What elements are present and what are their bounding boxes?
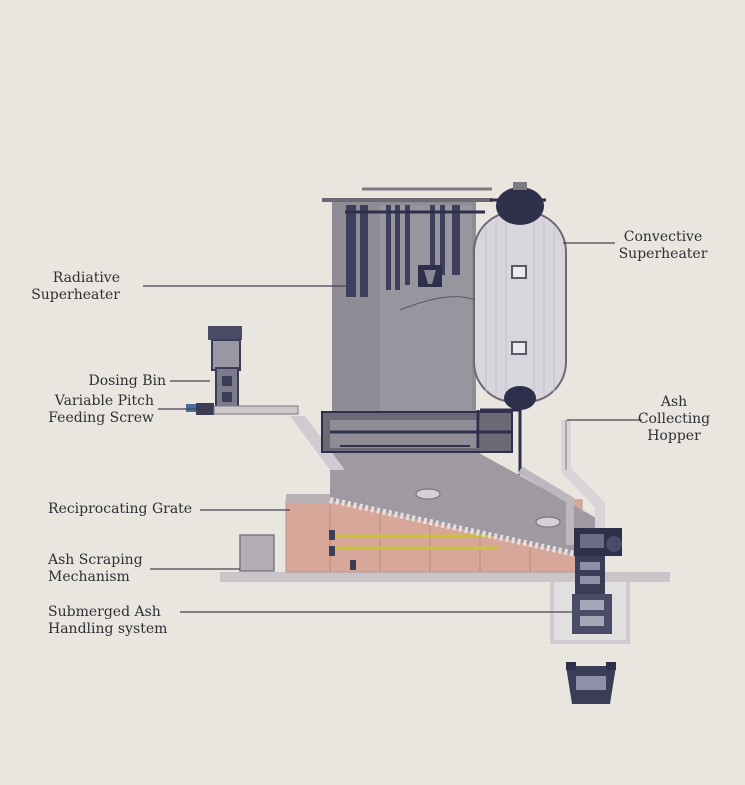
- label-convective-superheater: Convective Superheater: [618, 229, 708, 262]
- ash-conveyor-column: [575, 556, 605, 596]
- furnace-burner: [418, 265, 442, 287]
- label-dosing-bin: Dosing Bin: [88, 373, 166, 389]
- ash-discharge-valve: [574, 528, 622, 556]
- furnace-lower-section: [330, 448, 600, 560]
- grate-housing-top: [286, 494, 332, 504]
- label-submerged-ash-handling: Submerged Ash Handling system: [48, 604, 168, 637]
- feeding-screw: [186, 403, 299, 415]
- label-ash-collecting-hopper: Ash Collecting Hopper: [637, 394, 711, 444]
- steam-drum-nozzle: [513, 182, 527, 190]
- drum-window: [511, 265, 527, 279]
- drum-window: [511, 341, 527, 355]
- mud-drum: [504, 386, 536, 410]
- radiative-tubes: [346, 205, 460, 297]
- ash-hopper-chute: [517, 466, 574, 545]
- grate-surface: [329, 497, 581, 558]
- dosing-bin-assembly: [208, 326, 242, 409]
- label-reciprocating-grate: Reciprocating Grate: [48, 501, 193, 517]
- inspection-port: [535, 516, 561, 528]
- ash-cart: [566, 662, 616, 704]
- gas-path-curve: [399, 296, 476, 311]
- submerged-ash-unit: [572, 594, 612, 634]
- inspection-port: [415, 488, 441, 500]
- label-radiative-superheater: Radiative Superheater: [31, 270, 120, 303]
- floor-slab: [220, 572, 670, 582]
- scraper-drive-box: [239, 534, 275, 572]
- lower-header-inner: [330, 420, 480, 448]
- label-variable-pitch-feeding-screw: Variable Pitch Feeding Screw: [48, 393, 154, 426]
- scraper-markers: [329, 530, 356, 570]
- grate-rails: [332, 534, 498, 550]
- feed-chute: [290, 416, 345, 470]
- convective-tubes: [485, 218, 555, 398]
- label-ash-scraping-mechanism: Ash Scraping Mechanism: [48, 552, 143, 585]
- convective-drum: [473, 211, 567, 403]
- leader-lines: [143, 242, 642, 613]
- steam-drum: [496, 187, 544, 225]
